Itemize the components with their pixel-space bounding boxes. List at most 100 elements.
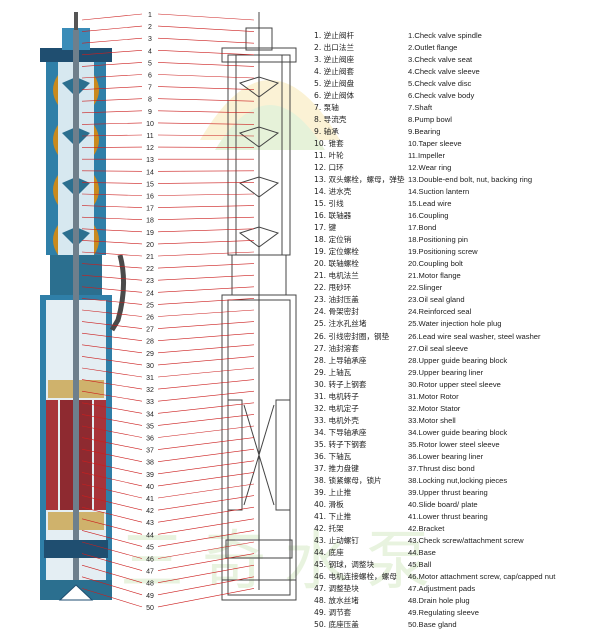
part-name-cn: 50. 底座压盖 [314,619,359,629]
part-name-en: 38.Locking nut,locking pieces [408,475,508,485]
leader-line-right [157,321,255,329]
part-name-cn: 7. 泵轴 [314,103,339,113]
callout-number: 31 [146,375,154,382]
callout-number: 42 [146,508,154,515]
pump-bowl-left [53,225,58,255]
leader-line-right [157,25,255,32]
leader-line-right [157,425,255,438]
part-name-cn: 39. 上止推 [314,487,352,497]
leader-line-left [81,588,143,608]
callout-number: 30 [146,363,154,370]
part-row: 41. 下止推 41.Lower thrust bearing [314,510,601,523]
leader-line-left [81,251,143,257]
part-name-cn: 6. 逆止阀体 [314,91,355,101]
callout-number: 50 [146,605,154,612]
leader-line-right [157,564,255,583]
part-name-en: 22.Slinger [408,283,443,293]
part-name-en: 17.Bond [408,223,437,233]
callout-number: 44 [146,532,154,539]
callout-number: 13 [146,157,154,164]
colored-section-view [40,12,127,601]
part-name-en: 33.Motor shell [408,415,456,425]
callout-number: 47 [146,569,154,576]
part-name-cn: 35. 转子下钢套 [314,439,367,449]
leader-line-right [157,298,255,305]
callout-number: 39 [146,472,154,479]
callout-number: 36 [146,436,154,443]
leader-line-right [157,134,255,137]
part-name-cn: 11. 叶轮 [314,151,344,161]
outline-impeller [238,76,280,98]
leader-line-left [81,86,143,90]
part-name-cn: 23. 油封压盖 [314,295,359,305]
leader-line-right [157,122,255,125]
leader-line-left [81,122,143,125]
part-name-cn: 41. 下止推 [314,511,352,521]
callout-number: 20 [146,242,154,249]
leader-line-right [157,356,255,366]
callout-number: 6 [148,73,152,80]
part-name-en: 37.Thrust disc bond [408,463,475,473]
callout-number: 26 [146,315,154,322]
part-name-cn: 22. 甩砂环 [314,283,352,293]
leader-line-right [157,193,255,196]
base-gland [58,584,94,601]
leader-line-right [157,205,255,208]
leader-line-right [157,506,255,523]
part-name-en: 5.Check valve disc [408,79,472,89]
pump-bowl-left [53,175,58,205]
part-name-en: 16.Coupling [408,211,449,221]
part-name-cn: 30. 转子上钢套 [314,379,367,389]
part-name-en: 2.Outlet flange [408,43,458,53]
leader-line-right [157,251,255,257]
part-name-cn: 15. 引线 [314,199,344,209]
leader-line-left [81,344,143,354]
leader-line-right [157,460,255,475]
part-row: 2. 出口法兰 2.Outlet flange [314,41,601,54]
part-name-en: 41.Lower thrust bearing [408,511,488,521]
part-name-en: 19.Positioning screw [408,247,478,257]
part-name-en: 29.Upper bearing liner [408,367,484,377]
leader-line-right [157,216,255,220]
pump-bowl-left [53,75,58,105]
leader-line-left [81,576,143,596]
leader-line-left [81,518,143,535]
part-name-cn: 42. 托架 [314,523,344,533]
leader-line-left [81,193,143,196]
part-name-cn: 2. 出口法兰 [314,43,355,53]
part-name-cn: 25. 注水孔丝堵 [314,319,367,329]
part-name-en: 12.Wear ring [408,163,452,173]
callout-number: 12 [146,145,154,152]
leader-line-left [81,541,143,559]
part-name-cn: 18. 定位销 [314,235,352,245]
outline-impeller [238,126,280,148]
part-name-cn: 19. 定位螺栓 [314,247,359,257]
leader-line-right [157,495,255,511]
part-name-en: 48.Drain hole plug [408,595,470,605]
leader-line-left [81,414,143,426]
leader-line-right [157,379,255,390]
part-name-cn: 27. 油封溶套 [314,343,359,353]
part-name-cn: 36. 下轴瓦 [314,451,352,461]
leader-line-right [157,309,255,317]
pump-bowl-right [94,75,99,105]
callout-number: 28 [146,339,154,346]
part-name-en: 49.Regulating sleeve [408,607,479,617]
leader-line-left [81,530,143,547]
leader-line-left [81,110,143,114]
leader-line-left [81,367,143,378]
part-name-en: 28.Upper guide bearing block [408,355,508,365]
part-name-en: 26.Lead wire seal washer, steel washer [408,331,541,341]
leader-line-left [81,134,143,137]
leader-line-right [157,228,255,233]
